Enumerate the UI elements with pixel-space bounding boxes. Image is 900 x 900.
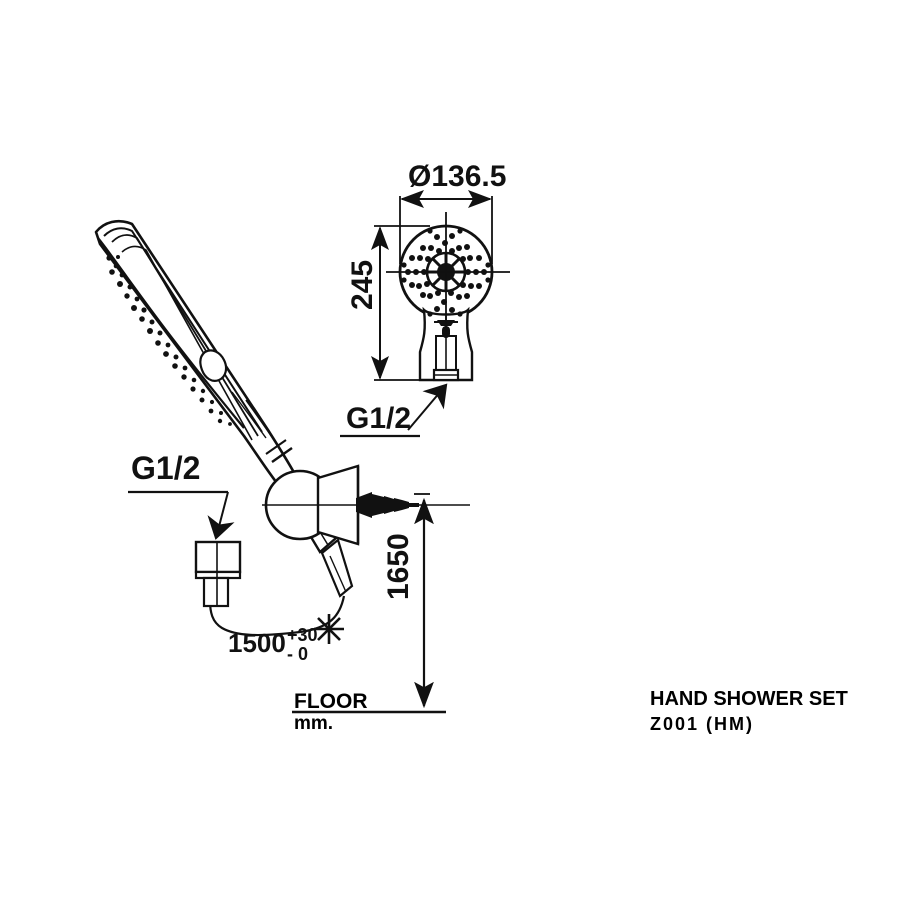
mount-height-dimension: 1650 [382, 493, 434, 709]
inlet-thread-callout: G1/2 [128, 450, 235, 540]
hose-tolerance-plus: +30 [287, 625, 318, 645]
title-block: HAND SHOWER SET Z001 (HM) [650, 688, 848, 734]
mode-button-side [199, 349, 228, 382]
hand-shower-side-view [94, 219, 354, 598]
head-diameter-label: Ø136.5 [408, 160, 506, 193]
inlet-thread-label: G1/2 [131, 450, 200, 486]
wall-anchor-screw [356, 492, 419, 518]
hand-shower-front-view [386, 212, 510, 382]
units-note: mm. [294, 713, 333, 734]
outlet-thread-callout: G1/2 [340, 383, 448, 438]
head-length-dimension: 245 [346, 225, 436, 381]
hose-length-value: 1500 [228, 628, 286, 658]
spray-nozzles-front [401, 228, 491, 317]
mount-height-label: 1650 [382, 533, 415, 600]
head-length-label: 245 [346, 260, 379, 310]
model-code: Z001 (HM) [650, 714, 754, 734]
floor-label: FLOOR [294, 690, 368, 713]
asterisk-marker [314, 614, 344, 644]
hose-length-dimension: 1500 +30 - 0 [228, 614, 344, 664]
hose-inlet-connector [194, 540, 242, 608]
head-diameter-dimension: Ø136.5 [399, 160, 506, 264]
sheet-title: HAND SHOWER SET [650, 688, 848, 710]
outlet-thread-label: G1/2 [346, 402, 411, 435]
spray-nozzles-side [102, 246, 232, 426]
hose-tolerance-minus: - 0 [287, 644, 308, 664]
flexible-hose [194, 540, 346, 637]
floor-reference: FLOOR mm. [292, 690, 446, 734]
wall-bracket [262, 464, 470, 546]
